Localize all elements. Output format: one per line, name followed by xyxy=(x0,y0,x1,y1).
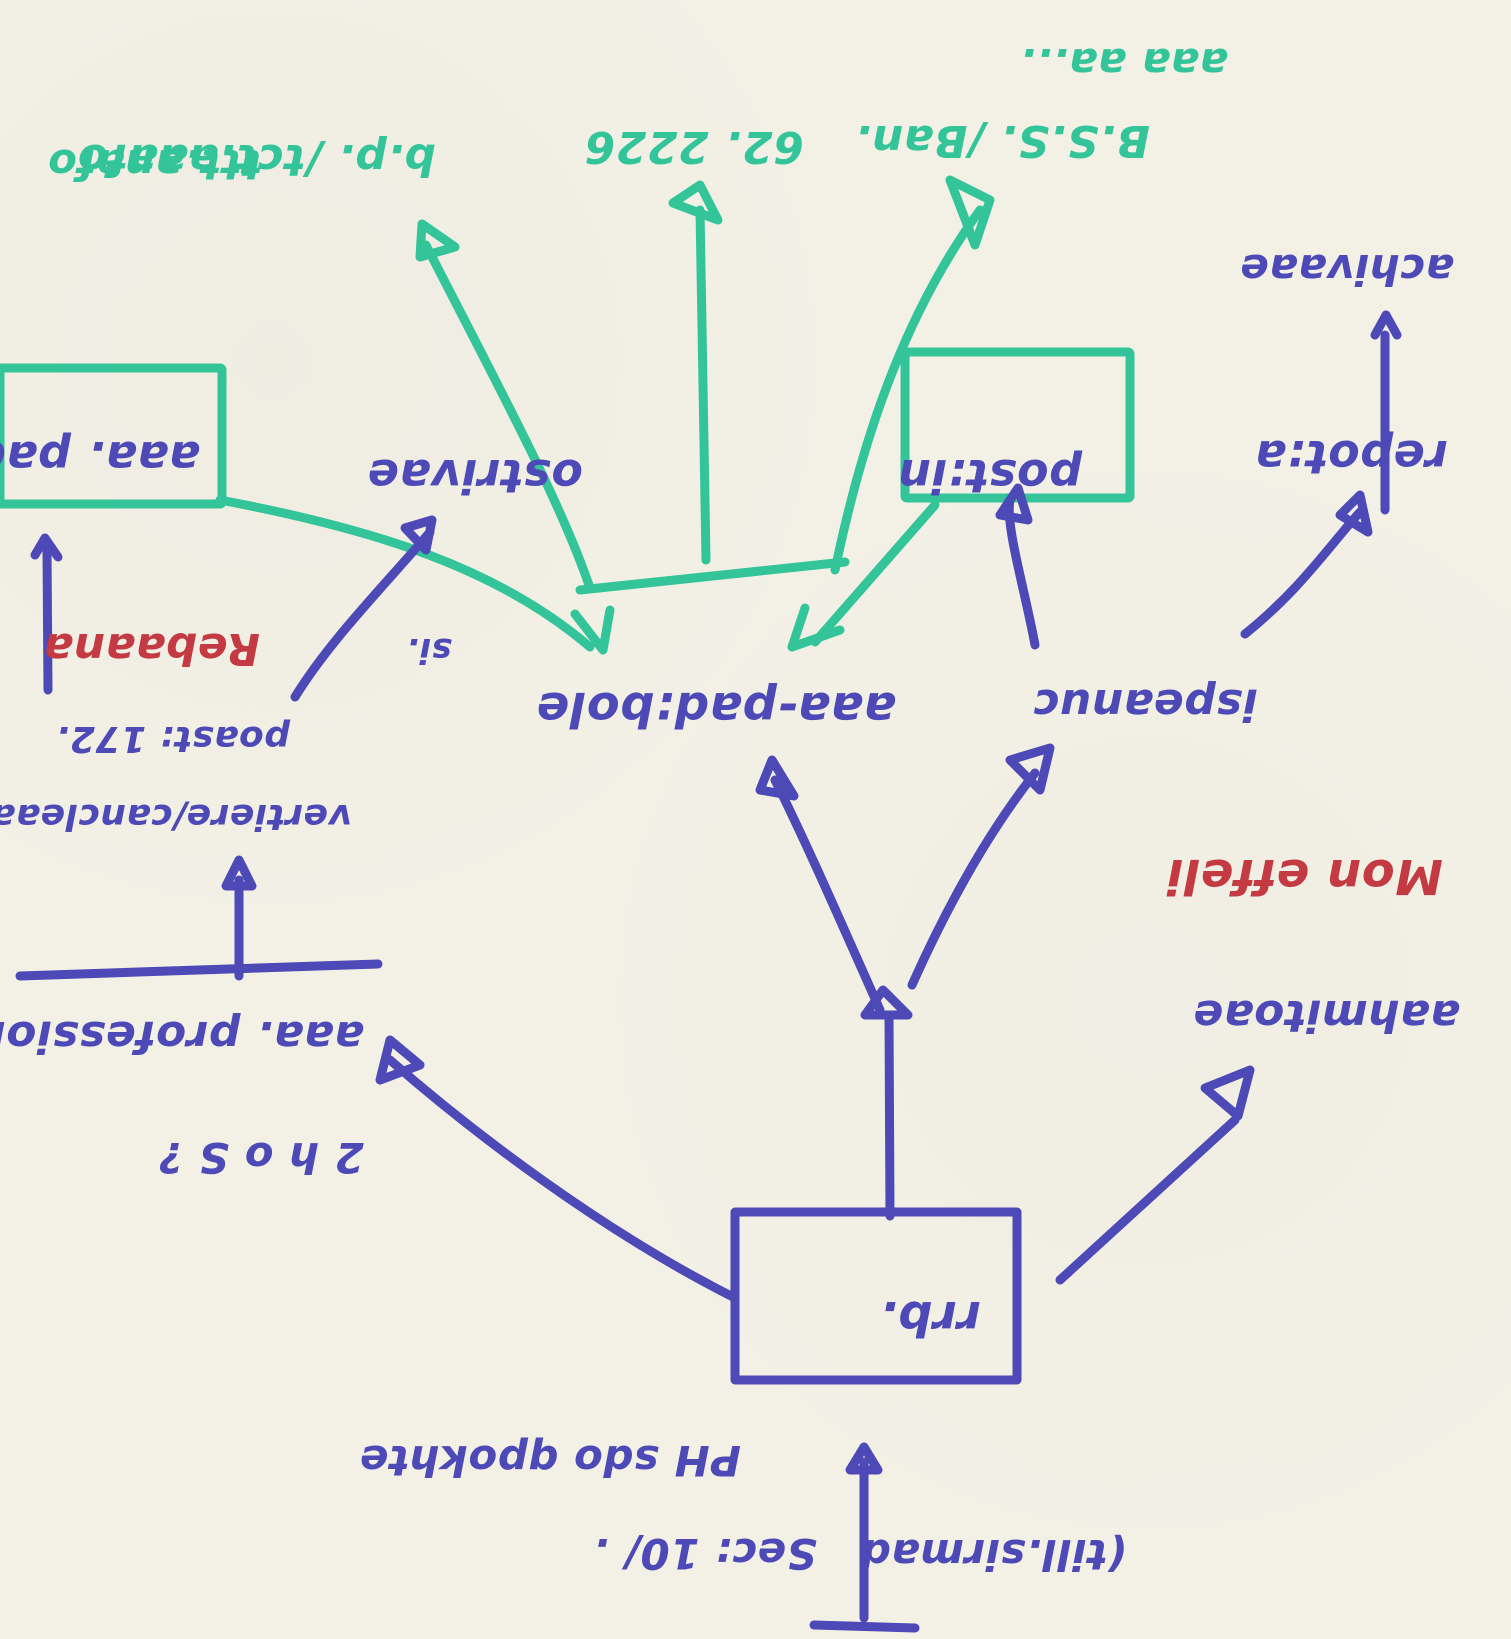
left-note: ttt.anafo xyxy=(48,140,262,189)
green-line-box-right-to-center xyxy=(810,500,940,647)
green-line-top-right xyxy=(830,205,985,575)
blue-professional-line xyxy=(15,959,383,981)
upper-right-label: achivaae xyxy=(1240,245,1454,294)
left-group-line-1: vertiere/cancleaa xyxy=(0,796,352,837)
bottom-line-2: Sec: 10/ . xyxy=(593,1529,817,1578)
blue-arrow-right-center-up xyxy=(995,483,1033,525)
blue-root-box xyxy=(730,1207,1022,1385)
blue-line-to-right-center xyxy=(907,768,1040,990)
green-box-left xyxy=(0,363,227,509)
bottom-line-1: PH sdo qpokhte xyxy=(360,1436,741,1485)
year-note: 2 h o S ? xyxy=(158,1133,364,1182)
blue-arrow-right-center-right xyxy=(1335,490,1373,537)
green-line-left-box-to-center xyxy=(215,495,595,652)
blue-arrow-to-center xyxy=(755,755,799,801)
blue-line-left-upward xyxy=(290,527,435,702)
green-horizontal-link xyxy=(575,557,850,595)
red-left-label: Rebaana xyxy=(43,623,260,674)
right-mid-label: repot:a xyxy=(1255,430,1448,484)
blue-line-right-center-up xyxy=(1004,495,1040,650)
blue-line-red-left-vertical xyxy=(42,545,53,695)
blue-line-to-center xyxy=(770,775,885,1015)
box-left-top-label: aaa. pad. xyxy=(0,431,200,485)
left-group-line-3: si. xyxy=(406,630,452,670)
right-lower-label: aahmitoae xyxy=(1193,990,1460,1041)
blue-arrow-left-upward xyxy=(400,515,437,555)
blue-line-right-center-right xyxy=(1240,507,1365,639)
blue-arrow-to-right-center xyxy=(1005,743,1055,795)
blue-arrow-right-vertical xyxy=(1370,310,1402,340)
root-box-label: rrb. xyxy=(879,1290,981,1346)
blue-arrow-left-vertical xyxy=(221,855,257,891)
top-middle-note: 62. 2226 xyxy=(584,121,804,172)
center-main-label: aaa-pad:bole xyxy=(536,681,896,737)
blue-arrow-root-left xyxy=(375,1035,425,1085)
blue-line-root-right xyxy=(1055,1115,1240,1285)
blue-line-root-up xyxy=(884,1010,895,1221)
red-right-label: Mon effeli xyxy=(1167,848,1443,904)
box-right-top-label: post:in xyxy=(898,449,1083,503)
green-arrow-left-box-to-center xyxy=(570,605,615,655)
right-center-label: ispeanuc xyxy=(1033,679,1258,730)
top-left-note: b.p. /tct.aaafo xyxy=(77,134,436,185)
green-arrow-top-middle xyxy=(668,180,723,225)
upper-center-label: ostrivae xyxy=(367,449,583,503)
green-line-top-middle xyxy=(695,205,711,565)
bottom-line-3: (till.sirmad xyxy=(860,1530,1127,1579)
left-group-line-2: poast: 172. xyxy=(55,718,291,759)
green-arrow-box-right-to-center xyxy=(787,603,845,652)
blue-bottom-arrow-head xyxy=(845,1442,883,1475)
top-right-note: B.S.S. /Ban. xyxy=(854,115,1150,166)
green-line-top-left xyxy=(421,240,595,593)
green-arrow-top-left xyxy=(415,219,460,262)
blue-arrow-red-left-vertical xyxy=(30,533,63,562)
professional-label: aaa. professional xyxy=(0,1011,364,1062)
top-right-label: aaa aa... xyxy=(1019,39,1228,88)
blue-line-root-left xyxy=(385,1055,740,1303)
blue-arrow-root-right xyxy=(1200,1065,1255,1121)
green-arrow-top-right xyxy=(945,175,995,250)
blue-bottom-base xyxy=(809,1620,920,1633)
